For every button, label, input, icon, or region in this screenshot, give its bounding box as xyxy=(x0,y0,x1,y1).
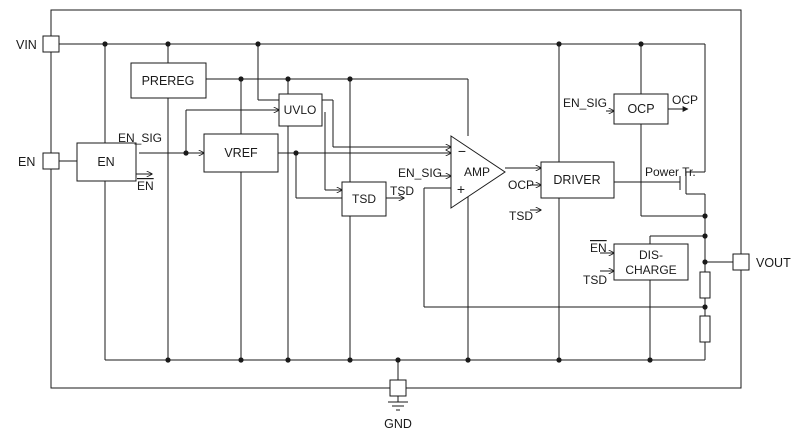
block-prereg: PREREG xyxy=(130,62,207,99)
pin-gnd: GND xyxy=(384,379,412,431)
signal-tsd-driver: TSD xyxy=(509,209,533,223)
signal-en-sig-ocp: EN_SIG xyxy=(563,96,607,110)
resistor-upper xyxy=(699,271,711,299)
block-ocp: OCP xyxy=(613,93,669,125)
signal-en-bar-en: EN xyxy=(137,179,154,193)
block-prereg-label: PREREG xyxy=(142,74,195,88)
junction-dots xyxy=(102,41,708,363)
block-driver-label: DRIVER xyxy=(553,173,600,187)
block-tsd: TSD xyxy=(341,181,387,217)
pin-gnd-label: GND xyxy=(384,417,412,431)
power-transistor-label: Power Tr. xyxy=(645,165,696,179)
signal-en-sig-en: EN_SIG xyxy=(118,131,162,145)
resistor-lower xyxy=(699,315,711,343)
signal-tsd-out: TSD xyxy=(390,184,414,198)
block-tsd-label: TSD xyxy=(352,192,376,206)
block-vref-label: VREF xyxy=(224,146,258,160)
signal-tsd-discharge: TSD xyxy=(583,273,607,287)
block-driver: DRIVER xyxy=(540,161,615,199)
block-uvlo: UVLO xyxy=(278,93,323,127)
signal-en-bar-discharge: EN xyxy=(590,241,607,255)
amp-minus-sign: − xyxy=(458,143,466,159)
block-en-label: EN xyxy=(97,155,114,169)
pin-en-label: EN xyxy=(18,155,35,169)
block-ocp-label: OCP xyxy=(627,102,654,116)
block-amp: AMP − + xyxy=(450,135,506,209)
block-discharge-label-2: CHARGE xyxy=(625,263,676,277)
block-discharge-label-1: DIS- xyxy=(639,248,663,262)
pin-vout-label: VOUT xyxy=(756,256,791,270)
signal-ocp-driver: OCP xyxy=(508,178,534,192)
block-en: EN xyxy=(76,142,137,182)
pin-vin-label: VIN xyxy=(16,38,37,52)
block-discharge: DIS- CHARGE xyxy=(613,243,689,281)
block-amp-label: AMP xyxy=(464,165,490,179)
block-uvlo-label: UVLO xyxy=(284,103,317,117)
pin-vout: VOUT xyxy=(732,253,791,271)
signal-en-sig-amp: EN_SIG xyxy=(398,166,442,180)
wiring xyxy=(59,43,733,411)
pin-en: EN xyxy=(18,152,60,170)
signal-ocp-out: OCP xyxy=(672,93,698,107)
block-vref: VREF xyxy=(203,133,279,173)
amp-plus-sign: + xyxy=(457,181,465,197)
pin-vin: VIN xyxy=(16,35,60,53)
